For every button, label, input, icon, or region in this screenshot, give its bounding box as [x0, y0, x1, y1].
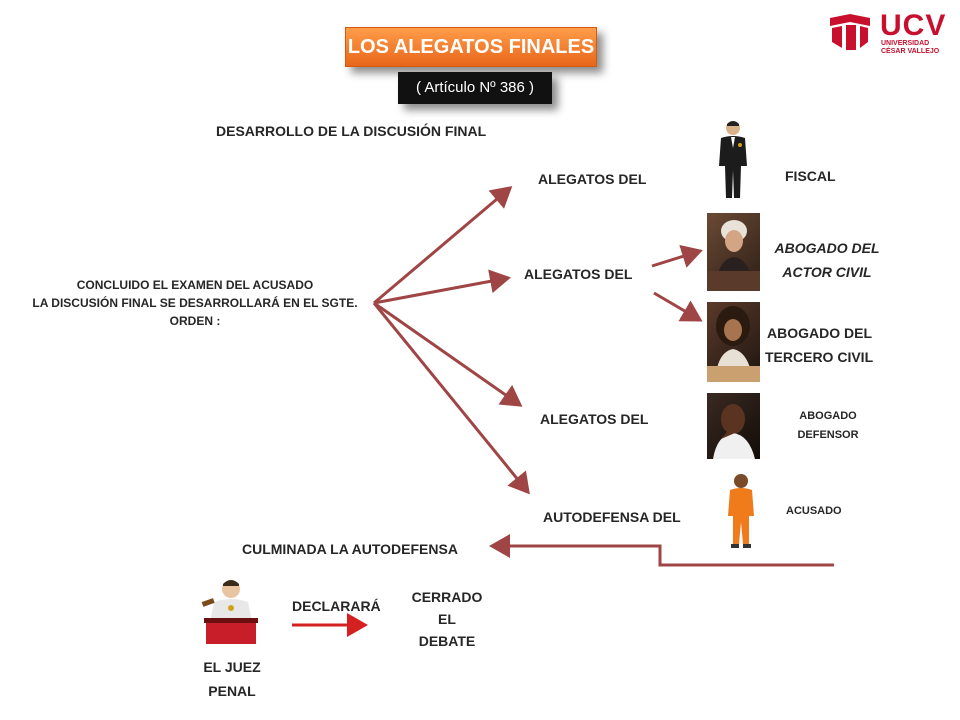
subtitle-banner: ( Artículo Nº 386 ) — [398, 72, 552, 104]
judge-figure — [201, 580, 258, 644]
ucv-logo: UCV UNIVERSIDAD CÉSAR VALLEJO — [828, 9, 953, 56]
arrow-to-acusado — [372, 302, 530, 495]
branch-label-1: ALEGATOS DEL — [538, 171, 647, 187]
judge-label-line2: PENAL — [208, 683, 256, 699]
fiscal-figure — [719, 121, 747, 198]
branch-label-4: AUTODEFENSA DEL — [543, 509, 681, 525]
branch-label-2: ALEGATOS DEL — [524, 266, 633, 282]
label-tercero-civil: ABOGADO DEL TERCERO CIVIL — [765, 321, 873, 369]
label-defensor: ABOGADO DEFENSOR — [780, 407, 876, 445]
intro-text: CONCLUIDO EL EXAMEN DEL ACUSADO LA DISCU… — [10, 276, 380, 330]
label-tercero-civil-line2: TERCERO CIVIL — [765, 349, 874, 365]
tercero-civil-photo — [707, 302, 760, 382]
label-tercero-civil-line1: ABOGADO DEL — [767, 325, 872, 341]
label-actor-civil: ABOGADO DEL ACTOR CIVIL — [752, 236, 902, 284]
label-fiscal: FISCAL — [785, 168, 836, 184]
ucv-logo-sub2: CÉSAR VALLEJO — [881, 48, 940, 55]
declarara-text: DECLARARÁ — [292, 598, 381, 614]
actor-civil-photo — [707, 213, 760, 291]
result-line3: DEBATE — [418, 633, 476, 649]
label-actor-civil-line2: ACTOR CIVIL — [782, 264, 872, 280]
arrow-to-actor-civil — [651, 244, 703, 268]
result-line2: EL — [438, 611, 456, 627]
result-line1: CERRADO — [411, 589, 483, 605]
intro-line3: ORDEN : — [169, 314, 221, 328]
label-defensor-line2: DEFENSOR — [797, 429, 859, 441]
arrow-to-civil — [373, 269, 511, 305]
label-defensor-line1: ABOGADO — [799, 410, 857, 422]
result-text: CERRADO EL DEBATE — [402, 586, 492, 652]
section-heading: DESARROLLO DE LA DISCUSIÓN FINAL — [216, 123, 487, 139]
subtitle-text: ( Artículo Nº 386 ) — [415, 79, 535, 96]
ucv-shield-icon — [830, 14, 870, 50]
arrow-to-tercero-civil — [653, 291, 703, 322]
title-banner: LOS ALEGATOS FINALES — [345, 27, 597, 67]
label-acusado: ACUSADO — [786, 505, 842, 517]
branch-label-3: ALEGATOS DEL — [540, 411, 649, 427]
intro-line1: CONCLUIDO EL EXAMEN DEL ACUSADO — [76, 278, 314, 292]
arrow-return-culminada — [489, 534, 834, 567]
arrow-to-fiscal — [373, 186, 513, 305]
label-actor-civil-line1: ABOGADO DEL — [774, 240, 880, 256]
judge-label: EL JUEZ PENAL — [192, 655, 272, 703]
arrow-to-defensor — [373, 301, 523, 407]
judge-label-line1: EL JUEZ — [203, 659, 261, 675]
culminada-text: CULMINADA LA AUTODEFENSA — [242, 541, 458, 557]
ucv-logo-text: UCV — [880, 9, 947, 42]
intro-line2: LA DISCUSIÓN FINAL SE DESARROLLARÁ EN EL… — [32, 296, 358, 310]
acusado-figure — [728, 474, 754, 548]
defensor-photo — [707, 393, 760, 459]
ucv-logo-sub1: UNIVERSIDAD — [881, 40, 930, 47]
title-text: LOS ALEGATOS FINALES — [347, 36, 595, 58]
ucv-logo-sub: UNIVERSIDAD CÉSAR VALLEJO — [881, 40, 939, 56]
